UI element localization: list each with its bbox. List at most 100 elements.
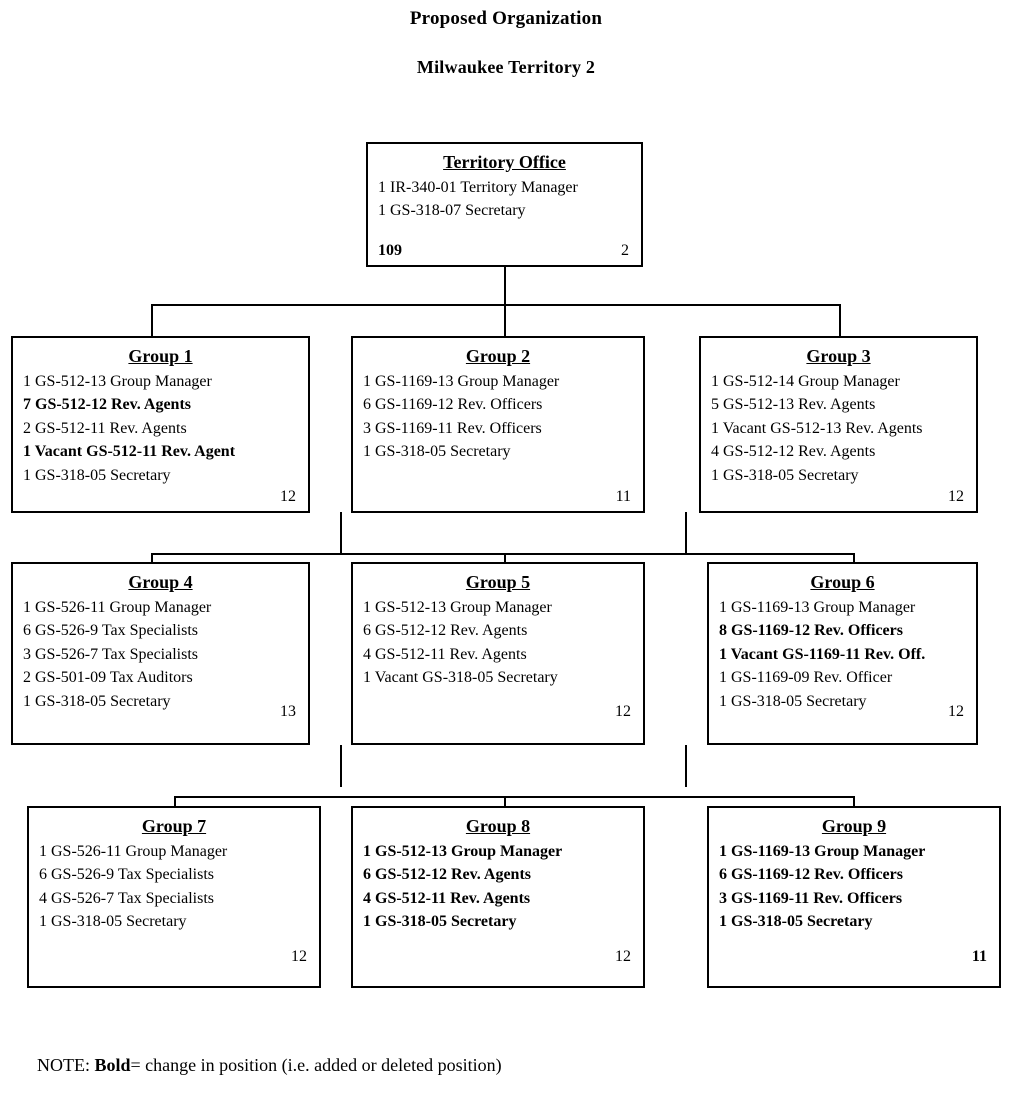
node-count: 12 — [948, 488, 964, 505]
node-line: 1 GS-1169-13 Group Manager — [719, 842, 926, 860]
node-line: 6 GS-526-9 Tax Specialists — [23, 622, 199, 640]
node-group-4[interactable]: Group 4 1 GS-526-11 Group Manager 6 GS-5… — [11, 562, 310, 745]
connector-stem-group1-down — [340, 512, 342, 554]
chart-header: Proposed Organization Milwaukee Territor… — [0, 0, 1012, 78]
node-count: 2 — [621, 242, 629, 259]
node-count: 12 — [291, 948, 307, 965]
node-line: 4 GS-512-11 Rev. Agents — [363, 889, 531, 907]
node-line: 7 GS-512-12 Rev. Agents — [23, 396, 191, 414]
org-total-count: 109 — [378, 242, 402, 259]
node-line: 1 Vacant GS-512-13 Rev. Agents — [711, 419, 923, 437]
node-count: 13 — [280, 703, 296, 720]
note-prefix: NOTE: — [37, 1055, 95, 1075]
node-line-list: 1 GS-512-13 Group Manager 7 GS-512-12 Re… — [23, 370, 298, 488]
connector-stem-group5-down — [685, 745, 687, 787]
node-group-5[interactable]: Group 5 1 GS-512-13 Group Manager 6 GS-5… — [351, 562, 645, 745]
node-line: 1 GS-512-13 Group Manager — [363, 598, 552, 616]
node-footer: 109 2 — [378, 242, 629, 260]
node-line: 1 GS-318-05 Secretary — [363, 443, 511, 461]
node-line-list: 1 GS-1169-13 Group Manager 6 GS-1169-12 … — [719, 840, 989, 934]
node-line-list: 1 GS-1169-13 Group Manager 6 GS-1169-12 … — [363, 370, 633, 464]
node-line-list: 1 GS-526-11 Group Manager 6 GS-526-9 Tax… — [23, 596, 298, 714]
node-title: Group 2 — [465, 346, 531, 366]
node-line: 2 GS-512-11 Rev. Agents — [23, 419, 187, 437]
connector-drop-group2 — [504, 304, 506, 337]
connector-drop-group3 — [839, 304, 841, 337]
node-line: 3 GS-1169-11 Rev. Officers — [719, 889, 903, 907]
node-line: 1 GS-512-13 Group Manager — [363, 842, 563, 860]
node-line: 4 GS-512-12 Rev. Agents — [711, 443, 876, 461]
page-subtitle: Milwaukee Territory 2 — [416, 57, 596, 77]
node-count: 12 — [615, 948, 631, 965]
node-line: 1 Vacant GS-318-05 Secretary — [363, 669, 558, 687]
node-line: 4 GS-526-7 Tax Specialists — [39, 889, 215, 907]
node-line: 1 GS-512-13 Group Manager — [23, 372, 212, 390]
node-title: Group 5 — [465, 572, 531, 592]
page-title: Proposed Organization — [409, 8, 603, 29]
node-line: 5 GS-512-13 Rev. Agents — [711, 396, 876, 414]
node-count: 12 — [948, 703, 964, 720]
node-line: 1 GS-318-07 Secretary — [378, 202, 526, 220]
node-title: Group 4 — [128, 572, 193, 592]
connector-root-stem — [504, 267, 506, 305]
node-line: 3 GS-1169-11 Rev. Officers — [363, 419, 542, 437]
connector-stem-group2-down — [685, 512, 687, 554]
node-group-6[interactable]: Group 6 1 GS-1169-13 Group Manager 8 GS-… — [707, 562, 978, 745]
node-group-2[interactable]: Group 2 1 GS-1169-13 Group Manager 6 GS-… — [351, 336, 645, 513]
node-title: Group 7 — [141, 816, 207, 836]
connector-bus-row3 — [174, 796, 855, 798]
node-group-3[interactable]: Group 3 1 GS-512-14 Group Manager 5 GS-5… — [699, 336, 978, 513]
node-group-9[interactable]: Group 9 1 GS-1169-13 Group Manager 6 GS-… — [707, 806, 1001, 988]
node-line: 6 GS-1169-12 Rev. Officers — [363, 396, 543, 414]
node-line: 1 GS-526-11 Group Manager — [39, 842, 228, 860]
node-line: 1 GS-512-14 Group Manager — [711, 372, 900, 390]
node-title: Group 9 — [821, 816, 887, 836]
node-title: Group 6 — [810, 572, 875, 592]
connector-bus-row1 — [151, 304, 841, 306]
connector-drop-group1 — [151, 304, 153, 337]
node-line: 1 GS-318-05 Secretary — [363, 913, 517, 931]
node-title: Group 3 — [806, 346, 871, 366]
node-line: 1 GS-318-05 Secretary — [39, 913, 187, 931]
node-title: Group 1 — [128, 346, 193, 366]
node-group-1[interactable]: Group 1 1 GS-512-13 Group Manager 7 GS-5… — [11, 336, 310, 513]
node-line-list: 1 GS-526-11 Group Manager 6 GS-526-9 Tax… — [39, 840, 309, 934]
connector-stem-group4-down — [340, 745, 342, 787]
node-line: 1 GS-318-05 Secretary — [711, 466, 859, 484]
node-line-list: 1 GS-512-14 Group Manager 5 GS-512-13 Re… — [711, 370, 966, 488]
node-count: 11 — [615, 488, 631, 505]
node-title: Territory Office — [443, 152, 566, 172]
node-line: 8 GS-1169-12 Rev. Officers — [719, 622, 903, 640]
node-line: 2 GS-501-09 Tax Auditors — [23, 669, 193, 687]
node-line: 6 GS-526-9 Tax Specialists — [39, 866, 215, 884]
node-line: 6 GS-512-12 Rev. Agents — [363, 866, 531, 884]
node-line: 1 Vacant GS-512-11 Rev. Agent — [23, 443, 236, 461]
note-bold-keyword: Bold — [94, 1055, 131, 1075]
node-line: 6 GS-512-12 Rev. Agents — [363, 622, 528, 640]
node-group-8[interactable]: Group 8 1 GS-512-13 Group Manager 6 GS-5… — [351, 806, 645, 988]
node-line-list: 1 GS-1169-13 Group Manager 8 GS-1169-12 … — [719, 596, 966, 714]
node-line: 1 GS-318-05 Secretary — [719, 692, 867, 710]
node-line: 1 GS-1169-09 Rev. Officer — [719, 669, 893, 687]
node-line-list: 1 GS-512-13 Group Manager 6 GS-512-12 Re… — [363, 840, 633, 934]
node-count: 12 — [280, 488, 296, 505]
connector-bus-row2 — [151, 553, 855, 555]
node-line: 1 GS-526-11 Group Manager — [23, 598, 212, 616]
node-line: 1 IR-340-01 Territory Manager — [378, 178, 578, 196]
node-line: 1 GS-318-05 Secretary — [23, 466, 171, 484]
note-suffix: = change in position (i.e. added or dele… — [130, 1055, 502, 1075]
node-line: 1 GS-1169-13 Group Manager — [719, 598, 916, 616]
node-line: 1 GS-318-05 Secretary — [23, 692, 171, 710]
node-territory-office[interactable]: Territory Office 1 IR-340-01 Territory M… — [366, 142, 643, 267]
node-title: Group 8 — [465, 816, 531, 836]
node-line: 6 GS-1169-12 Rev. Officers — [719, 866, 903, 884]
node-group-7[interactable]: Group 7 1 GS-526-11 Group Manager 6 GS-5… — [27, 806, 321, 988]
node-line: 1 GS-1169-13 Group Manager — [363, 372, 560, 390]
node-line: 1 Vacant GS-1169-11 Rev. Off. — [719, 645, 926, 663]
node-line-list: 1 GS-512-13 Group Manager 6 GS-512-12 Re… — [363, 596, 633, 690]
node-line-list: 1 IR-340-01 Territory Manager 1 GS-318-0… — [378, 176, 631, 223]
node-line: 4 GS-512-11 Rev. Agents — [363, 645, 527, 663]
node-count: 11 — [971, 948, 987, 965]
node-count: 12 — [615, 703, 631, 720]
node-line: 3 GS-526-7 Tax Specialists — [23, 645, 199, 663]
